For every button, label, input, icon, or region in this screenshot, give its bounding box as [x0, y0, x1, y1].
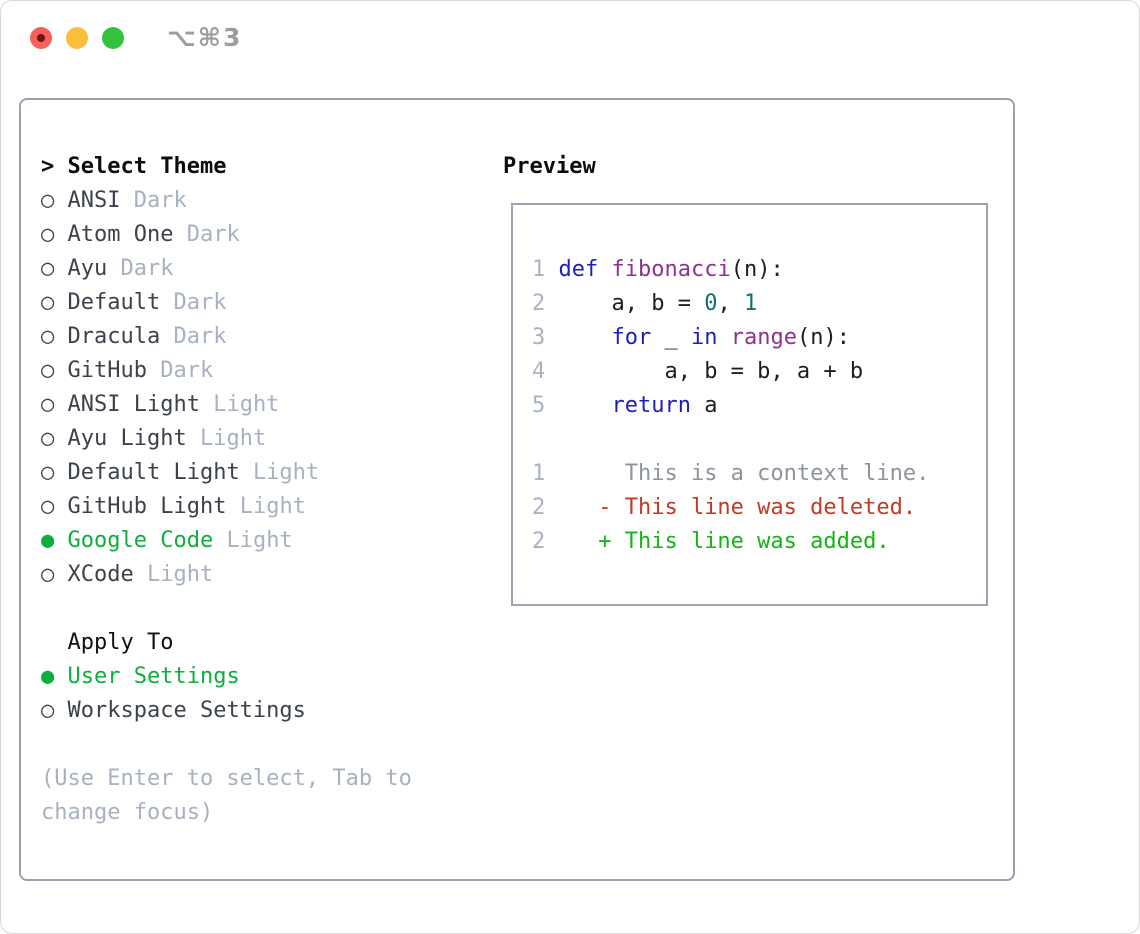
theme-list: ○ ANSI Dark○ Atom One Dark○ Ayu Dark○ De…	[41, 184, 425, 592]
line-number: 1	[532, 257, 546, 282]
theme-option-label: Atom One	[67, 222, 174, 247]
code-line-2: 2 a, b = 0, 1	[532, 291, 758, 316]
option-bullet: ○	[41, 222, 55, 247]
spacer	[41, 728, 425, 762]
apply-option-label: User Settings	[67, 664, 240, 689]
blank-line	[532, 423, 986, 457]
minimize-button[interactable]	[66, 27, 88, 49]
theme-option-default-light[interactable]: ○ Default Light Light	[41, 456, 425, 490]
theme-option-label: Ayu Light	[67, 426, 187, 451]
theme-variant-tag: Dark	[173, 324, 227, 349]
theme-option-dracula[interactable]: ○ Dracula Dark	[41, 320, 425, 354]
option-bullet: ●	[41, 528, 55, 553]
theme-variant-tag: Dark	[120, 256, 174, 281]
close-button-dot	[37, 34, 45, 42]
zoom-button[interactable]	[102, 27, 124, 49]
diff-deleted-line: 2 - This line was deleted.	[532, 495, 917, 520]
focus-caret: >	[41, 154, 55, 179]
line-number: 3	[532, 325, 546, 350]
line-number: 4	[532, 359, 546, 384]
code-line-4: 4 a, b = b, a + b	[532, 359, 864, 384]
option-bullet: ○	[41, 426, 55, 451]
option-bullet: ○	[41, 460, 55, 485]
line-number: 5	[532, 393, 546, 418]
option-bullet: ●	[41, 664, 55, 689]
code-preview: 1 def fibonacci(n): 2 a, b = 0, 1 3 for _ …	[532, 253, 986, 559]
select-theme-header: > Select Theme	[41, 150, 425, 184]
option-bullet: ○	[41, 562, 55, 587]
line-number: 2	[532, 291, 546, 316]
theme-variant-tag: Light	[252, 460, 320, 485]
option-bullet: ○	[41, 188, 55, 213]
select-theme-title: Select Theme	[67, 154, 227, 179]
line-number: 2	[532, 529, 546, 554]
preview-code-box: 1 def fibonacci(n): 2 a, b = 0, 1 3 for _ …	[511, 203, 988, 606]
theme-option-ansi-light[interactable]: ○ ANSI Light Light	[41, 388, 425, 422]
apply-option-workspace-settings[interactable]: ○ Workspace Settings	[41, 694, 425, 728]
option-bullet: ○	[41, 494, 55, 519]
theme-option-label: ANSI Light	[67, 392, 200, 417]
theme-selector-column: > Select Theme ○ ANSI Dark○ Atom One Dar…	[41, 150, 425, 830]
code-line-1: 1 def fibonacci(n):	[532, 257, 784, 282]
diff-added-line: 2 + This line was added.	[532, 529, 890, 554]
line-number: 1	[532, 461, 546, 486]
option-bullet: ○	[41, 392, 55, 417]
option-bullet: ○	[41, 358, 55, 383]
option-bullet: ○	[41, 290, 55, 315]
spacer	[41, 592, 425, 626]
apply-to-list: ● User Settings○ Workspace Settings	[41, 660, 425, 728]
theme-option-label: ANSI	[67, 188, 121, 213]
help-text: (Use Enter to select, Tab to change focu…	[41, 766, 426, 825]
line-number: 2	[532, 495, 546, 520]
code-line-3: 3 for _ in range(n):	[532, 325, 850, 350]
apply-option-label: Workspace Settings	[67, 698, 306, 723]
option-bullet: ○	[41, 256, 55, 281]
theme-option-label: Dracula	[67, 324, 161, 349]
diff-context-line: 1 This is a context line.	[532, 461, 930, 486]
option-bullet: ○	[41, 698, 55, 723]
theme-variant-tag: Dark	[173, 290, 227, 315]
theme-selector-panel: > Select Theme ○ ANSI Dark○ Atom One Dar…	[19, 98, 1015, 881]
theme-option-default[interactable]: ○ Default Dark	[41, 286, 425, 320]
apply-to-header: Apply To	[67, 630, 174, 655]
theme-variant-tag: Dark	[133, 188, 187, 213]
window-titlebar: ⌥⌘3	[1, 1, 1139, 76]
theme-option-xcode[interactable]: ○ XCode Light	[41, 558, 425, 592]
close-button[interactable]	[30, 27, 52, 49]
theme-option-label: Default Light	[67, 460, 240, 485]
theme-variant-tag: Light	[226, 528, 293, 553]
theme-option-label: Ayu	[67, 256, 108, 281]
theme-option-ayu-light[interactable]: ○ Ayu Light Light	[41, 422, 425, 456]
theme-option-ansi[interactable]: ○ ANSI Dark	[41, 184, 425, 218]
theme-option-label: XCode	[67, 562, 134, 587]
theme-variant-tag: Light	[146, 562, 214, 587]
theme-option-atom-one[interactable]: ○ Atom One Dark	[41, 218, 425, 252]
theme-option-github[interactable]: ○ GitHub Dark	[41, 354, 425, 388]
theme-variant-tag: Dark	[160, 358, 214, 383]
option-bullet: ○	[41, 324, 55, 349]
code-line-5: 5 return a	[532, 393, 718, 418]
theme-variant-tag: Light	[239, 494, 306, 519]
theme-option-ayu[interactable]: ○ Ayu Dark	[41, 252, 425, 286]
theme-option-label: GitHub	[67, 358, 147, 383]
theme-option-github-light[interactable]: ○ GitHub Light Light	[41, 490, 425, 524]
theme-variant-tag: Light	[213, 392, 280, 417]
theme-option-label: Default	[67, 290, 161, 315]
theme-option-label: Google Code	[67, 528, 214, 553]
theme-option-label: GitHub Light	[67, 494, 227, 519]
preview-header: Preview	[503, 154, 596, 179]
window-title-shortcut: ⌥⌘3	[167, 23, 243, 52]
theme-variant-tag: Light	[199, 426, 267, 451]
theme-option-google-code[interactable]: ● Google Code Light	[41, 524, 425, 558]
theme-variant-tag: Dark	[186, 222, 240, 247]
apply-option-user-settings[interactable]: ● User Settings	[41, 660, 425, 694]
